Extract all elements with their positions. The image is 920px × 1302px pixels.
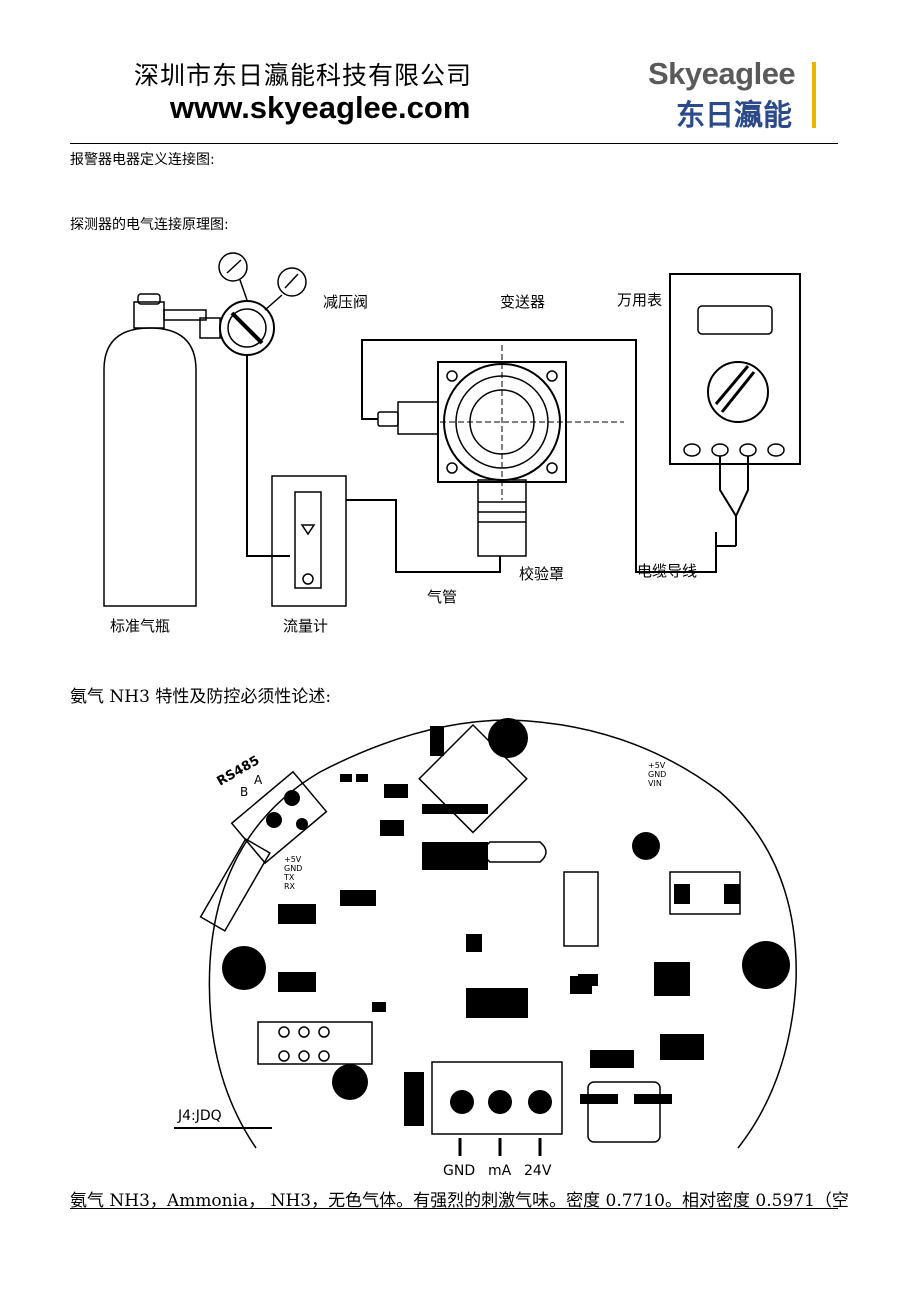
logo-chinese: 东日瀛能 — [676, 98, 793, 132]
cable-label: 电缆导线 — [637, 562, 697, 580]
mount-hole — [488, 718, 528, 758]
terminal-block — [431, 1061, 563, 1135]
uart-connector — [199, 837, 271, 932]
uart-pin-gnd: GND — [284, 864, 302, 873]
pressure-gauge-1 — [218, 252, 248, 282]
terminal-ma-label: mA — [488, 1163, 512, 1179]
relay-block — [257, 1021, 373, 1065]
logo-english: Skyeaglee — [648, 56, 796, 91]
pcb-outline — [208, 719, 797, 1149]
uart-pin-5v: +5V — [284, 855, 302, 864]
pressure-gauge-2 — [277, 267, 307, 297]
logo-accent-bar — [812, 62, 816, 128]
crystal — [483, 841, 547, 863]
terminal-24v-label: 24V — [524, 1163, 552, 1179]
pin-a-label: A — [254, 773, 263, 787]
power-pin-5v: +5V — [648, 761, 666, 770]
calibration-cap — [477, 479, 527, 557]
nh3-section-heading: 氨气 NH3 特性及防控必须性论述: — [70, 687, 332, 707]
regulator-label: 减压阀 — [323, 293, 368, 311]
header-divider — [70, 143, 838, 144]
pcb-board-drawing: RS485 A B +5V GND TX RX +5V GND VIN J4:J… — [174, 718, 797, 1179]
cylinder-label: 标准气瓶 — [110, 617, 170, 635]
power-pin-gnd: GND — [648, 770, 666, 779]
rs485-connector — [230, 770, 328, 865]
power-pin-vin: VIN — [648, 779, 662, 788]
gas-pipe-label: 气管 — [427, 588, 457, 606]
transmitter-label: 变送器 — [500, 293, 545, 311]
pin-b-label: B — [240, 785, 248, 799]
terminal-gnd-label: GND — [443, 1163, 475, 1179]
nh3-description-text: 氨气 NH3，Ammonia， NH3，无色气体。有强烈的刺激气味。密度 0.7… — [70, 1191, 849, 1211]
website-url: www.skyeaglee.com — [170, 90, 471, 125]
flowmeter — [271, 475, 347, 607]
multimeter — [669, 273, 801, 465]
uart-pin-rx: RX — [284, 882, 296, 891]
multimeter-label: 万用表 — [617, 291, 662, 309]
wiring-definition-heading: 报警器电器定义连接图: — [70, 152, 215, 168]
footer-divider — [70, 1208, 838, 1209]
electrical-principle-heading: 探测器的电气连接原理图: — [70, 217, 229, 233]
calibration-cap-label: 校验罩 — [519, 565, 564, 583]
cylinder-valve — [133, 301, 165, 329]
flowmeter-label: 流量计 — [283, 617, 328, 635]
company-name: 深圳市东日瀛能科技有限公司 — [134, 61, 473, 90]
gas-cylinder — [103, 327, 197, 607]
connection-diagram: 标准气瓶 流量计 减压阀 变送器 万用表 气管 校验罩 电缆导线 — [103, 252, 801, 635]
j4-label: J4:JDQ — [177, 1108, 222, 1124]
company-logo: Skyeaglee 东日瀛能 — [640, 56, 820, 132]
uart-pin-tx: TX — [283, 873, 295, 882]
